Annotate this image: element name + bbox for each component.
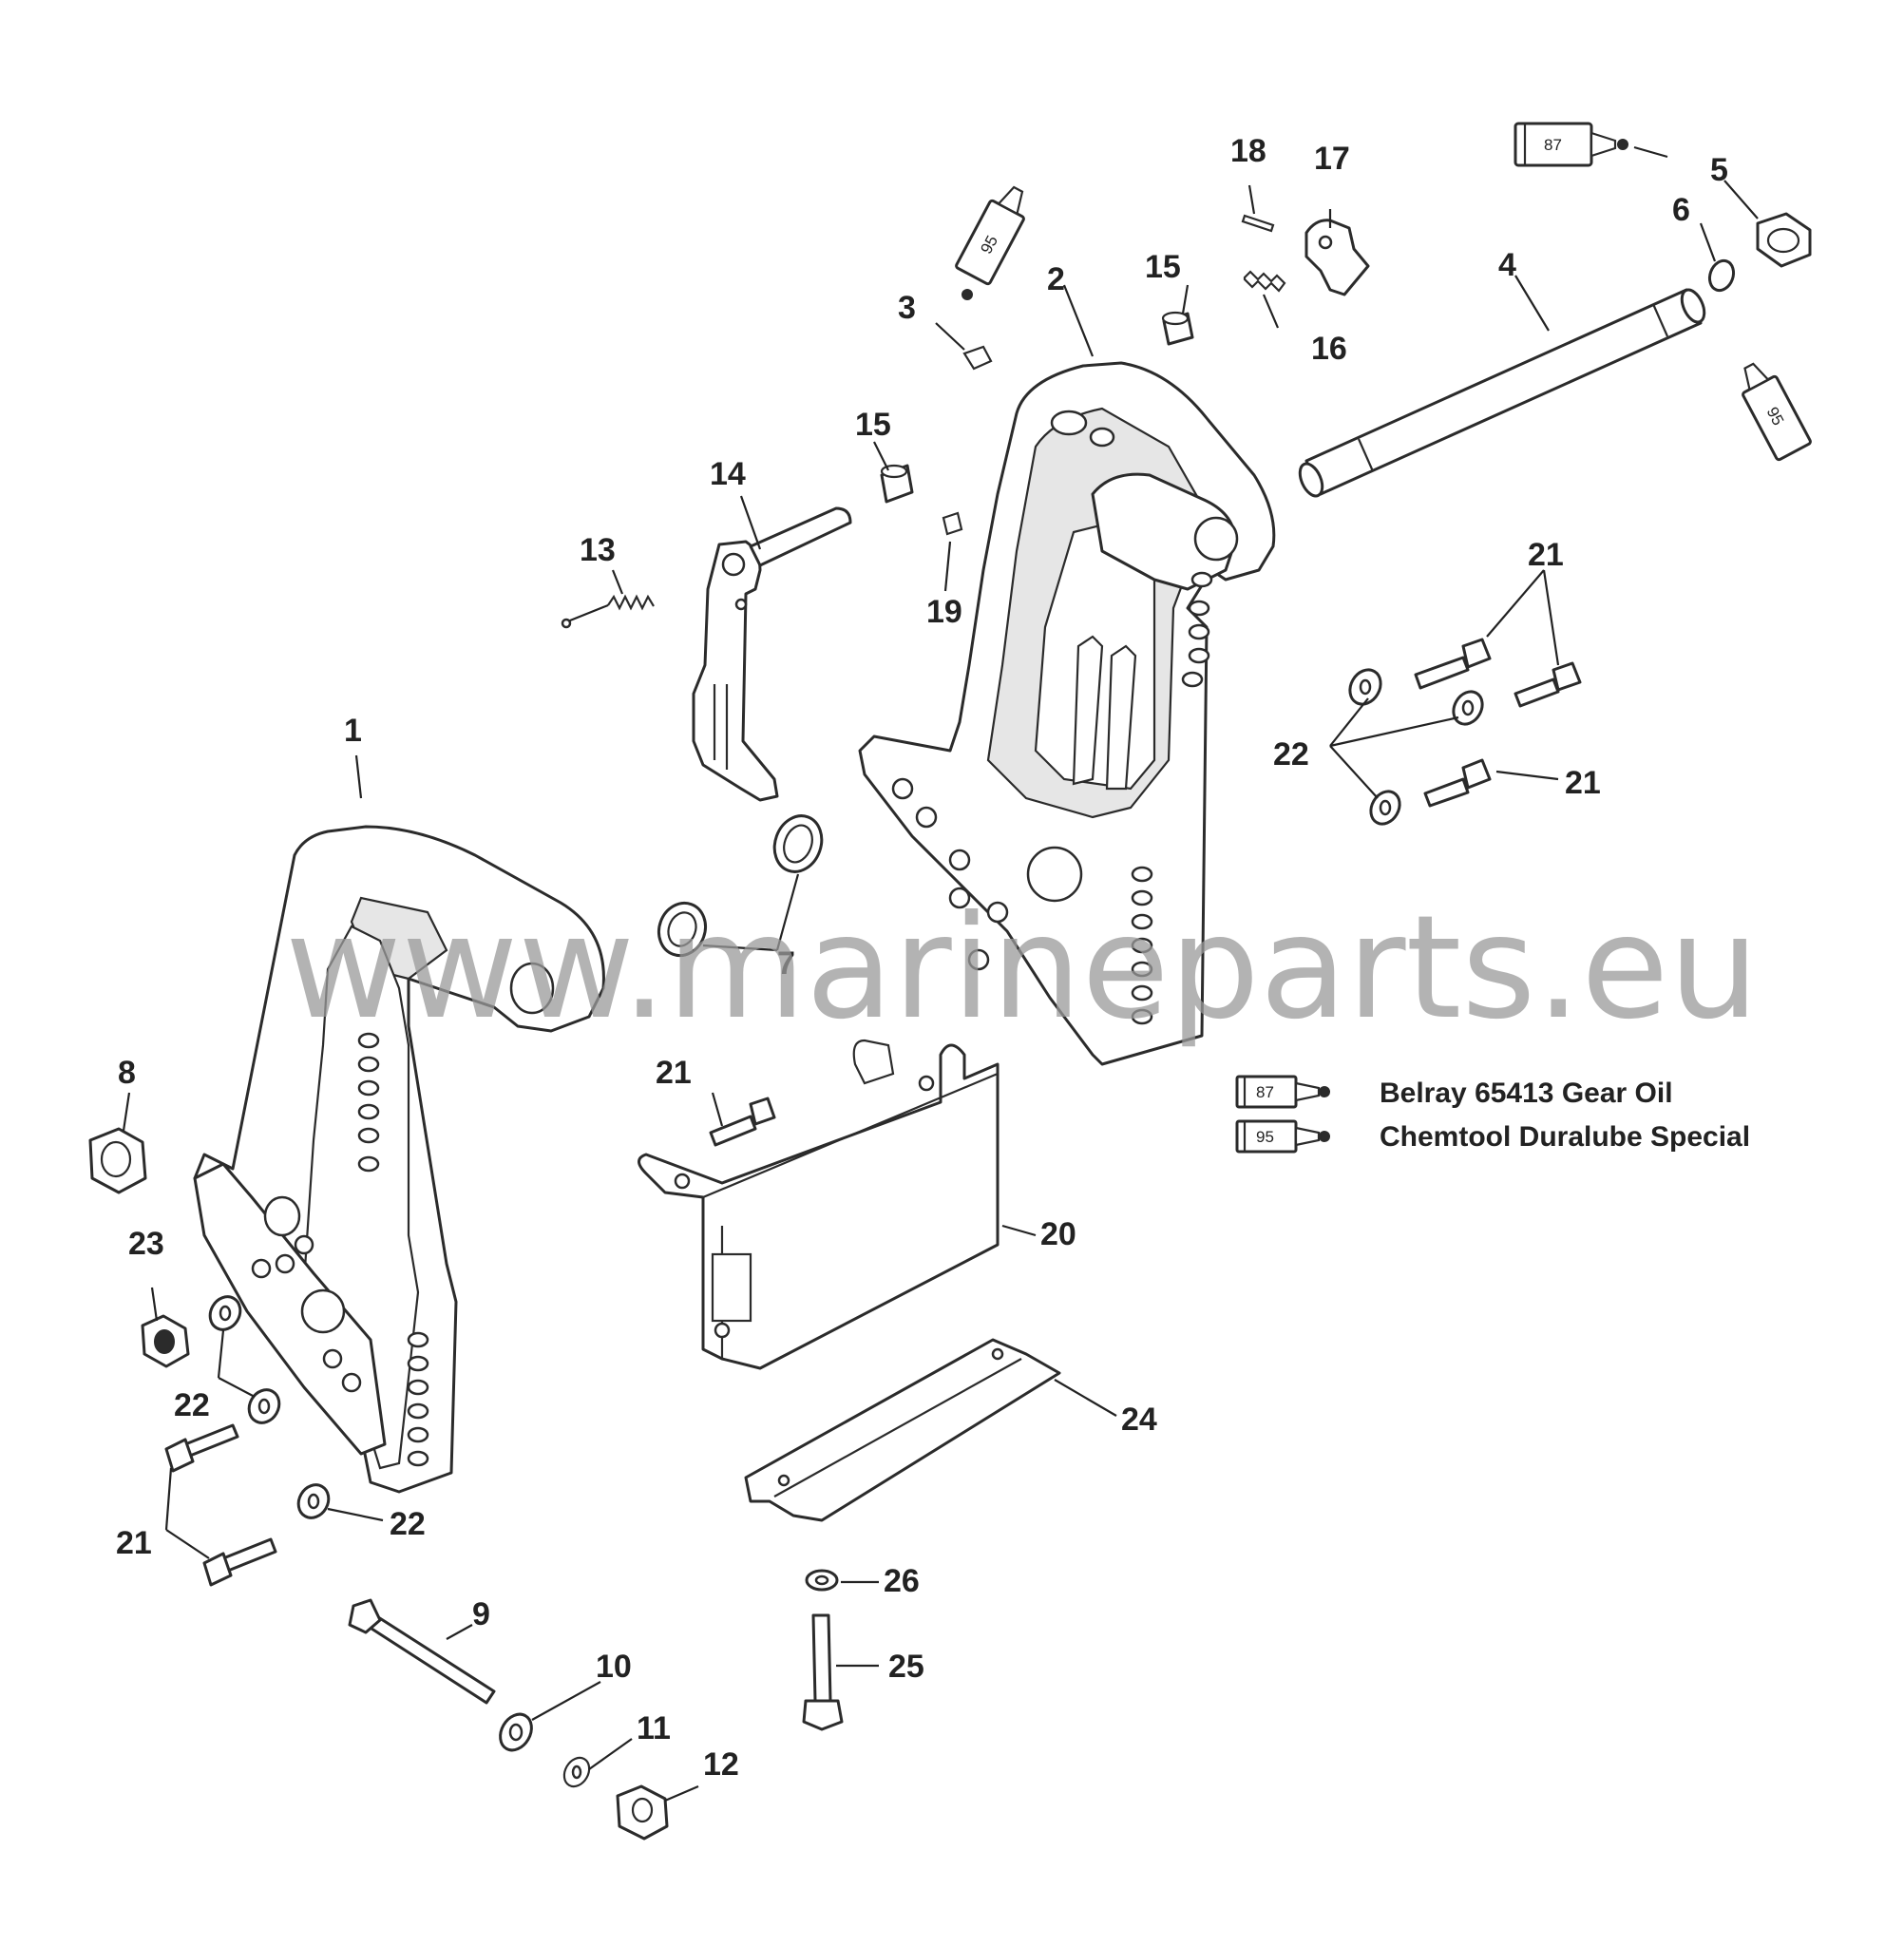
callout-15-lower: 15 bbox=[855, 407, 891, 443]
callout-26: 26 bbox=[884, 1563, 920, 1599]
part-4-tilt-tube bbox=[1298, 288, 1706, 498]
part-17-pawl bbox=[1304, 219, 1370, 296]
part-12-locknut bbox=[616, 1784, 669, 1841]
part-14-tilt-lock-lever bbox=[692, 506, 852, 802]
leader-lines bbox=[122, 145, 1759, 1803]
callout-15-upper: 15 bbox=[1145, 249, 1181, 285]
legend-item-95: 95 Chemtool Duralube Special bbox=[1235, 1119, 1750, 1154]
part-9-bolt bbox=[348, 1598, 496, 1705]
lubricant-tube-95-right: 95 bbox=[1742, 362, 1812, 462]
part-16-spring bbox=[1243, 270, 1286, 293]
part-10-washer bbox=[499, 1712, 533, 1752]
callout-21-right-bottom: 21 bbox=[1565, 765, 1601, 801]
callout-9: 9 bbox=[472, 1596, 490, 1632]
part-15-bushing-upper bbox=[1161, 311, 1194, 346]
legend-item-87: 87 Belray 65413 Gear Oil bbox=[1235, 1075, 1673, 1109]
callout-22-left-upper: 22 bbox=[174, 1387, 210, 1423]
tube-label-87: 87 bbox=[1544, 136, 1562, 154]
callout-21-right-top: 21 bbox=[1528, 537, 1564, 573]
part-15-bushing-lower bbox=[880, 464, 914, 504]
part-22-washers-left bbox=[208, 1295, 331, 1519]
lubricant-legend: 87 Belray 65413 Gear Oil 95 Chemtool Dur… bbox=[1235, 1075, 1750, 1154]
part-21-bolts-right bbox=[1414, 638, 1582, 808]
part-6-ring bbox=[1707, 258, 1736, 293]
part-5-nut bbox=[1756, 212, 1812, 268]
callout-24: 24 bbox=[1121, 1402, 1157, 1438]
callout-7: 7 bbox=[777, 945, 795, 982]
callout-12: 12 bbox=[703, 1746, 739, 1783]
callout-2: 2 bbox=[1047, 261, 1065, 297]
part-3-grease-fitting bbox=[962, 289, 993, 371]
part-26-washer bbox=[805, 1569, 839, 1592]
callout-4: 4 bbox=[1498, 247, 1516, 283]
callout-22-right: 22 bbox=[1273, 736, 1309, 773]
callout-17: 17 bbox=[1314, 141, 1350, 177]
callout-22-left-lower: 22 bbox=[390, 1506, 426, 1542]
part-19-pin bbox=[942, 511, 963, 536]
callout-5: 5 bbox=[1710, 152, 1728, 188]
callout-21-left: 21 bbox=[116, 1525, 152, 1561]
callout-11: 11 bbox=[637, 1710, 671, 1746]
callout-1: 1 bbox=[344, 713, 362, 749]
legend-code-95: 95 bbox=[1256, 1128, 1274, 1146]
legend-code-87: 87 bbox=[1256, 1083, 1274, 1101]
part-23-locknut bbox=[141, 1314, 190, 1368]
part-18-pin bbox=[1241, 214, 1275, 233]
callout-20: 20 bbox=[1040, 1216, 1076, 1252]
callout-16: 16 bbox=[1311, 331, 1347, 367]
part-11-washer bbox=[562, 1756, 591, 1788]
lubricant-tube-95-upper: 95 bbox=[955, 185, 1025, 286]
part-20-bracket-plate bbox=[638, 1039, 1000, 1370]
lubricant-tube-87-top: 87 bbox=[1514, 122, 1628, 167]
watermark-text: www.marineparts.eu bbox=[285, 886, 1760, 1051]
part-25-bolt bbox=[802, 1613, 844, 1731]
part-22-washers-right bbox=[1348, 668, 1484, 826]
callout-labels: 1 2 3 4 5 6 7 8 9 10 11 12 13 14 15 15 1… bbox=[116, 133, 1728, 1783]
callout-14: 14 bbox=[710, 456, 746, 492]
part-13-spring bbox=[561, 594, 655, 629]
callout-6: 6 bbox=[1672, 192, 1690, 228]
callout-8: 8 bbox=[118, 1055, 136, 1091]
callout-13: 13 bbox=[580, 532, 616, 568]
legend-label-87: Belray 65413 Gear Oil bbox=[1380, 1078, 1673, 1109]
callout-23: 23 bbox=[128, 1226, 164, 1262]
callout-19: 19 bbox=[926, 594, 962, 630]
callout-21-center: 21 bbox=[656, 1055, 692, 1091]
callout-18: 18 bbox=[1230, 133, 1266, 169]
callout-25: 25 bbox=[888, 1649, 924, 1685]
part-21-bolts-left bbox=[164, 1423, 277, 1587]
part-21-bolt-center bbox=[709, 1097, 776, 1147]
callout-10: 10 bbox=[596, 1649, 632, 1685]
part-24-pad-strip bbox=[744, 1338, 1061, 1522]
part-2-right-bracket bbox=[858, 361, 1276, 1066]
callout-3: 3 bbox=[898, 290, 916, 326]
part-7-wave-washers bbox=[657, 814, 824, 958]
part-8-nut bbox=[88, 1127, 147, 1194]
legend-label-95: Chemtool Duralube Special bbox=[1380, 1121, 1750, 1153]
part-1-left-bracket bbox=[193, 825, 605, 1494]
